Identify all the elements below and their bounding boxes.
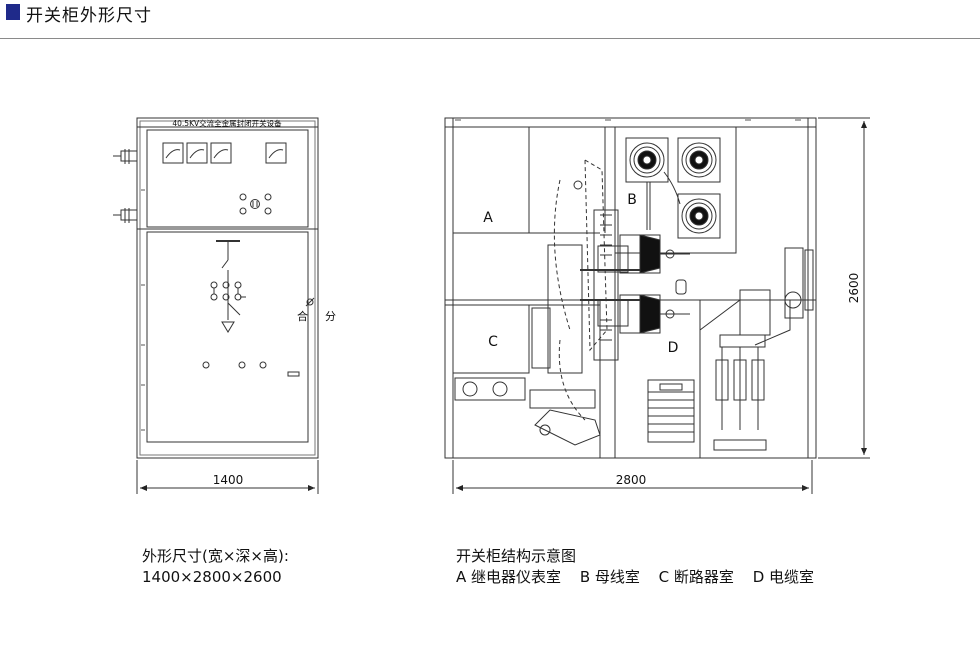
nameplate-text: 40.5KV交流全金属封闭开关设备 (172, 118, 282, 128)
page-title: 开关柜外形尺寸 (26, 6, 152, 26)
meter-4 (265, 142, 287, 164)
compartment-A-label: A (483, 210, 493, 226)
compartment-legend: A 继电器仪表室 B 母线室 C 断路器室 D 电缆室 (456, 567, 828, 588)
cable-compartment-parts (620, 247, 814, 459)
header-divider (0, 38, 980, 39)
meter-2 (186, 142, 208, 164)
structure-caption-title: 开关柜结构示意图 (456, 547, 577, 565)
size-caption-title: 外形尺寸(宽×深×高): (142, 547, 289, 565)
contact-assemblies (597, 234, 690, 334)
legend-item-B: B 母线室 (579, 568, 640, 586)
busbar-bushings (625, 137, 721, 239)
title-square-icon (6, 4, 20, 20)
side-cabinet-outline (444, 117, 817, 459)
circuit-breaker-truck (454, 159, 640, 446)
switch-open-label: 分 (325, 310, 336, 323)
meter-3 (210, 142, 232, 164)
side-view (444, 117, 817, 459)
width-dimension-label: 1400 (213, 473, 244, 487)
depth-dimension-label: 2800 (616, 473, 647, 487)
breaker-compartment-door (146, 231, 309, 443)
size-caption-value: 1400×2800×2600 (142, 568, 282, 586)
legend-item-D: D 电缆室 (752, 568, 815, 586)
height-dimension (818, 117, 870, 459)
compartment-B-label: B (627, 192, 637, 208)
compartment-C-label: C (488, 334, 498, 350)
legend-item-A: A 继电器仪表室 (456, 568, 562, 586)
switch-close-label: 合 (297, 309, 308, 323)
size-caption: 外形尺寸(宽×深×高): 1400×2800×2600 (142, 546, 289, 588)
legend-item-C: C 断路器室 (658, 568, 734, 586)
compartment-D-label: D (668, 340, 679, 356)
meter-1 (162, 142, 184, 164)
front-width-dimension (136, 460, 319, 494)
compartment-B-outline (614, 126, 737, 254)
front-cabinet-outline (136, 117, 319, 459)
depth-dimension (452, 460, 813, 494)
structure-caption: 开关柜结构示意图 A 继电器仪表室 B 母线室 C 断路器室 D 电缆室 (456, 546, 828, 588)
front-view (113, 117, 319, 459)
mimic-diagram (210, 240, 246, 333)
page-header: 开关柜外形尺寸 (0, 0, 980, 30)
height-dimension-label: 2600 (847, 273, 861, 304)
relay-compartment-door (146, 129, 309, 228)
